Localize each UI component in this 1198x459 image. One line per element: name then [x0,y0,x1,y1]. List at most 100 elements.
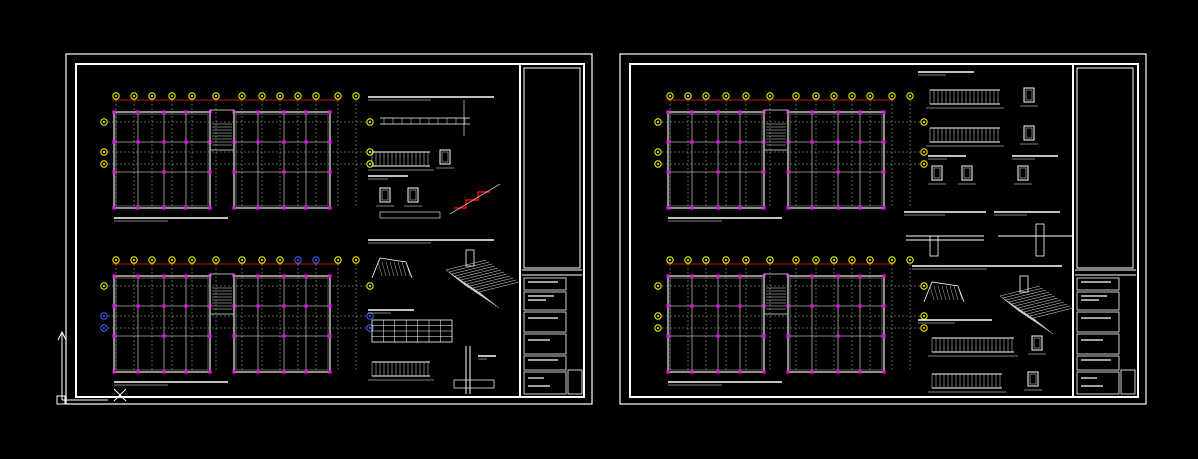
retaining-slope-hatch [381,261,387,277]
footing-isometric-hatch [1005,299,1027,317]
structural-column [716,110,720,114]
footing-isometric-hatch [472,277,514,289]
axis-bubble-top [168,256,176,264]
structural-column [716,206,720,210]
axis-bubble-top [238,92,246,100]
structural-column [836,304,840,308]
axis-bubble-dot [103,163,105,165]
axis-bubble-top [848,92,856,100]
structural-column [184,274,188,278]
axis-bubble-dot [191,95,193,97]
axis-bubble-dot [215,259,217,261]
structural-column [256,206,260,210]
axis-bubble-dot [115,95,117,97]
structural-column [208,170,212,174]
structural-column [282,140,286,144]
structural-column [690,370,694,374]
axis-bubble-top [294,92,302,100]
footing-isometric-hatch [469,285,491,303]
structural-column [836,110,840,114]
axis-bubble-right [920,118,928,126]
axis-bubble-dot [657,121,659,123]
structural-column [666,110,670,114]
retaining-slope-hatch [945,285,951,301]
beam-section-a [1023,87,1035,103]
wall-inner [789,113,883,207]
axis-bubble-top [112,256,120,264]
axis-bubble-dot [705,259,707,261]
structural-column [690,274,694,278]
axis-bubble-left [100,324,108,332]
axis-bubble-top [812,256,820,264]
structural-column [882,334,886,338]
axis-bubble-dot [337,95,339,97]
wall-outline [233,275,331,373]
footing-isometric-hatch [1029,305,1071,317]
structural-column [136,206,140,210]
axis-bubble-top [866,256,874,264]
structural-column [786,334,790,338]
structural-column [112,304,116,308]
retaining-slope-hatch [385,261,391,277]
structural-column [882,274,886,278]
axis-bubble-top [684,92,692,100]
axis-bubble-right [920,324,928,332]
axis-bubble-top [830,92,838,100]
axis-bubble-dot [355,259,357,261]
structural-column [666,206,670,210]
retaining-slope-hatch [957,285,963,301]
structural-column [304,206,308,210]
wall-outline [787,111,885,209]
structural-column [282,334,286,338]
axis-bubble-top [666,92,674,100]
axis-bubble-top [276,92,284,100]
axis-bubble-left [654,118,662,126]
beam-section-c [1031,335,1043,351]
structural-column [232,370,236,374]
axis-bubble-dot [657,285,659,287]
axis-bubble-top [742,92,750,100]
footing-elevation [453,379,495,389]
wall-inner [789,277,883,371]
axis-bubble-left [100,282,108,290]
retaining-slope-hatch [397,261,403,277]
axis-bubble-right [366,282,374,290]
structural-column [836,170,840,174]
structural-column [136,110,140,114]
structural-column [184,370,188,374]
axis-bubble-dot [241,259,243,261]
axis-bubble-left [654,160,662,168]
structural-column [666,334,670,338]
structural-column [666,274,670,278]
axis-bubble-dot [279,95,281,97]
structural-column [112,370,116,374]
structural-column [232,334,236,338]
wall-outline [667,275,765,373]
axis-bubble-dot [891,259,893,261]
structural-column [786,206,790,210]
footing-isometric-hatch [1011,293,1053,305]
axis-bubble-top [334,256,342,264]
axis-bubble-dot [369,163,371,165]
footing-isometric-hatch [460,269,502,281]
sheet-2-title-block [1072,63,1139,398]
structural-column [208,370,212,374]
column-section-a [931,165,943,181]
axis-bubble-dot [923,163,925,165]
axis-bubble-top [888,256,896,264]
axis-bubble-dot [315,259,317,261]
structural-column [112,274,116,278]
axis-bubble-dot [103,315,105,317]
footing-isometric-hatch [466,283,488,301]
footing-isometric-hatch [999,295,1021,313]
column-section-2 [407,187,419,203]
axis-bubble-left [654,324,662,332]
structural-column [836,206,840,210]
axis-bubble-top [702,256,710,264]
axis-bubble-left [654,148,662,156]
footing-isometric-hatch [1014,295,1056,307]
axis-bubble-dot [261,95,263,97]
wall-outline [787,275,885,373]
axis-bubble-top [906,92,914,100]
